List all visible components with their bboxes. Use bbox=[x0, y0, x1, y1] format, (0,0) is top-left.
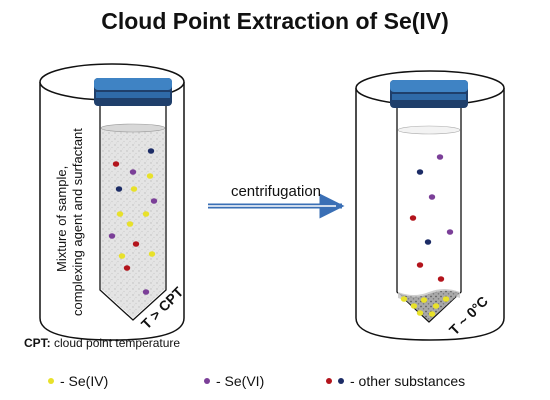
arrow-label: centrifugation bbox=[231, 183, 321, 200]
left-particle-other_red bbox=[112, 161, 120, 167]
left-particle-other_red bbox=[132, 241, 140, 247]
left-particle-se4 bbox=[130, 186, 138, 192]
legend-se4-label: - Se(IV) bbox=[60, 373, 109, 389]
right-particle-se4 bbox=[400, 296, 408, 302]
left-particle-se4 bbox=[118, 253, 126, 259]
diagram-title: Cloud Point Extraction of Se(IV) bbox=[101, 8, 449, 34]
legend-other: - other substances bbox=[326, 373, 465, 389]
se4-dot-icon bbox=[48, 378, 54, 384]
right-particle-other_red bbox=[437, 276, 445, 282]
left-tube-label-line2: complexing agent and surfactant bbox=[70, 128, 85, 316]
left-tube-label-line1: Mixture of sample, bbox=[54, 166, 69, 272]
legend-other-label: - other substances bbox=[350, 373, 466, 389]
right-particle-se4 bbox=[442, 296, 450, 302]
se6-dot-icon bbox=[204, 378, 210, 384]
cpt-note: CPT: cloud point temperature bbox=[24, 336, 180, 350]
right-particle-se4 bbox=[416, 310, 424, 316]
left-particle-se4 bbox=[126, 221, 134, 227]
left-particle-se6 bbox=[142, 289, 150, 295]
right-tube-particles bbox=[400, 154, 454, 317]
right-particle-se4 bbox=[428, 311, 436, 317]
left-particle-se6 bbox=[150, 198, 158, 204]
right-particle-other_blue bbox=[416, 169, 424, 175]
left-particle-se4 bbox=[146, 173, 154, 179]
other-red-dot-icon bbox=[326, 378, 332, 384]
left-particle-other_blue bbox=[115, 186, 123, 192]
right-particle-se6 bbox=[428, 194, 436, 200]
left-particle-se6 bbox=[108, 233, 116, 239]
left-particle-se6 bbox=[129, 169, 137, 175]
right-particle-other_blue bbox=[424, 239, 432, 245]
left-particle-other_red bbox=[123, 265, 131, 271]
legend-se6: - Se(VI) bbox=[204, 373, 264, 389]
cpt-abbr: CPT: bbox=[24, 336, 51, 350]
left-particle-se4 bbox=[148, 251, 156, 257]
legend-se4: - Se(IV) bbox=[48, 373, 108, 389]
right-particle-se6 bbox=[436, 154, 444, 160]
left-particle-se4 bbox=[116, 211, 124, 217]
right-tube bbox=[390, 80, 468, 323]
legend-se6-label: - Se(VI) bbox=[216, 373, 265, 389]
left-particle-other_blue bbox=[147, 148, 155, 154]
right-particle-se4 bbox=[410, 303, 418, 309]
right-particle-other_red bbox=[409, 215, 417, 221]
left-tube-mixture bbox=[101, 128, 165, 318]
right-particle-se4 bbox=[420, 297, 428, 303]
right-particle-se4 bbox=[432, 303, 440, 309]
other-blue-dot-icon bbox=[338, 378, 344, 384]
cpt-definition: cloud point temperature bbox=[54, 336, 181, 350]
left-tube bbox=[94, 78, 172, 321]
right-particle-other_red bbox=[416, 262, 424, 268]
right-particle-se6 bbox=[446, 229, 454, 235]
left-particle-se4 bbox=[142, 211, 150, 217]
left-tube-particles bbox=[108, 148, 158, 295]
